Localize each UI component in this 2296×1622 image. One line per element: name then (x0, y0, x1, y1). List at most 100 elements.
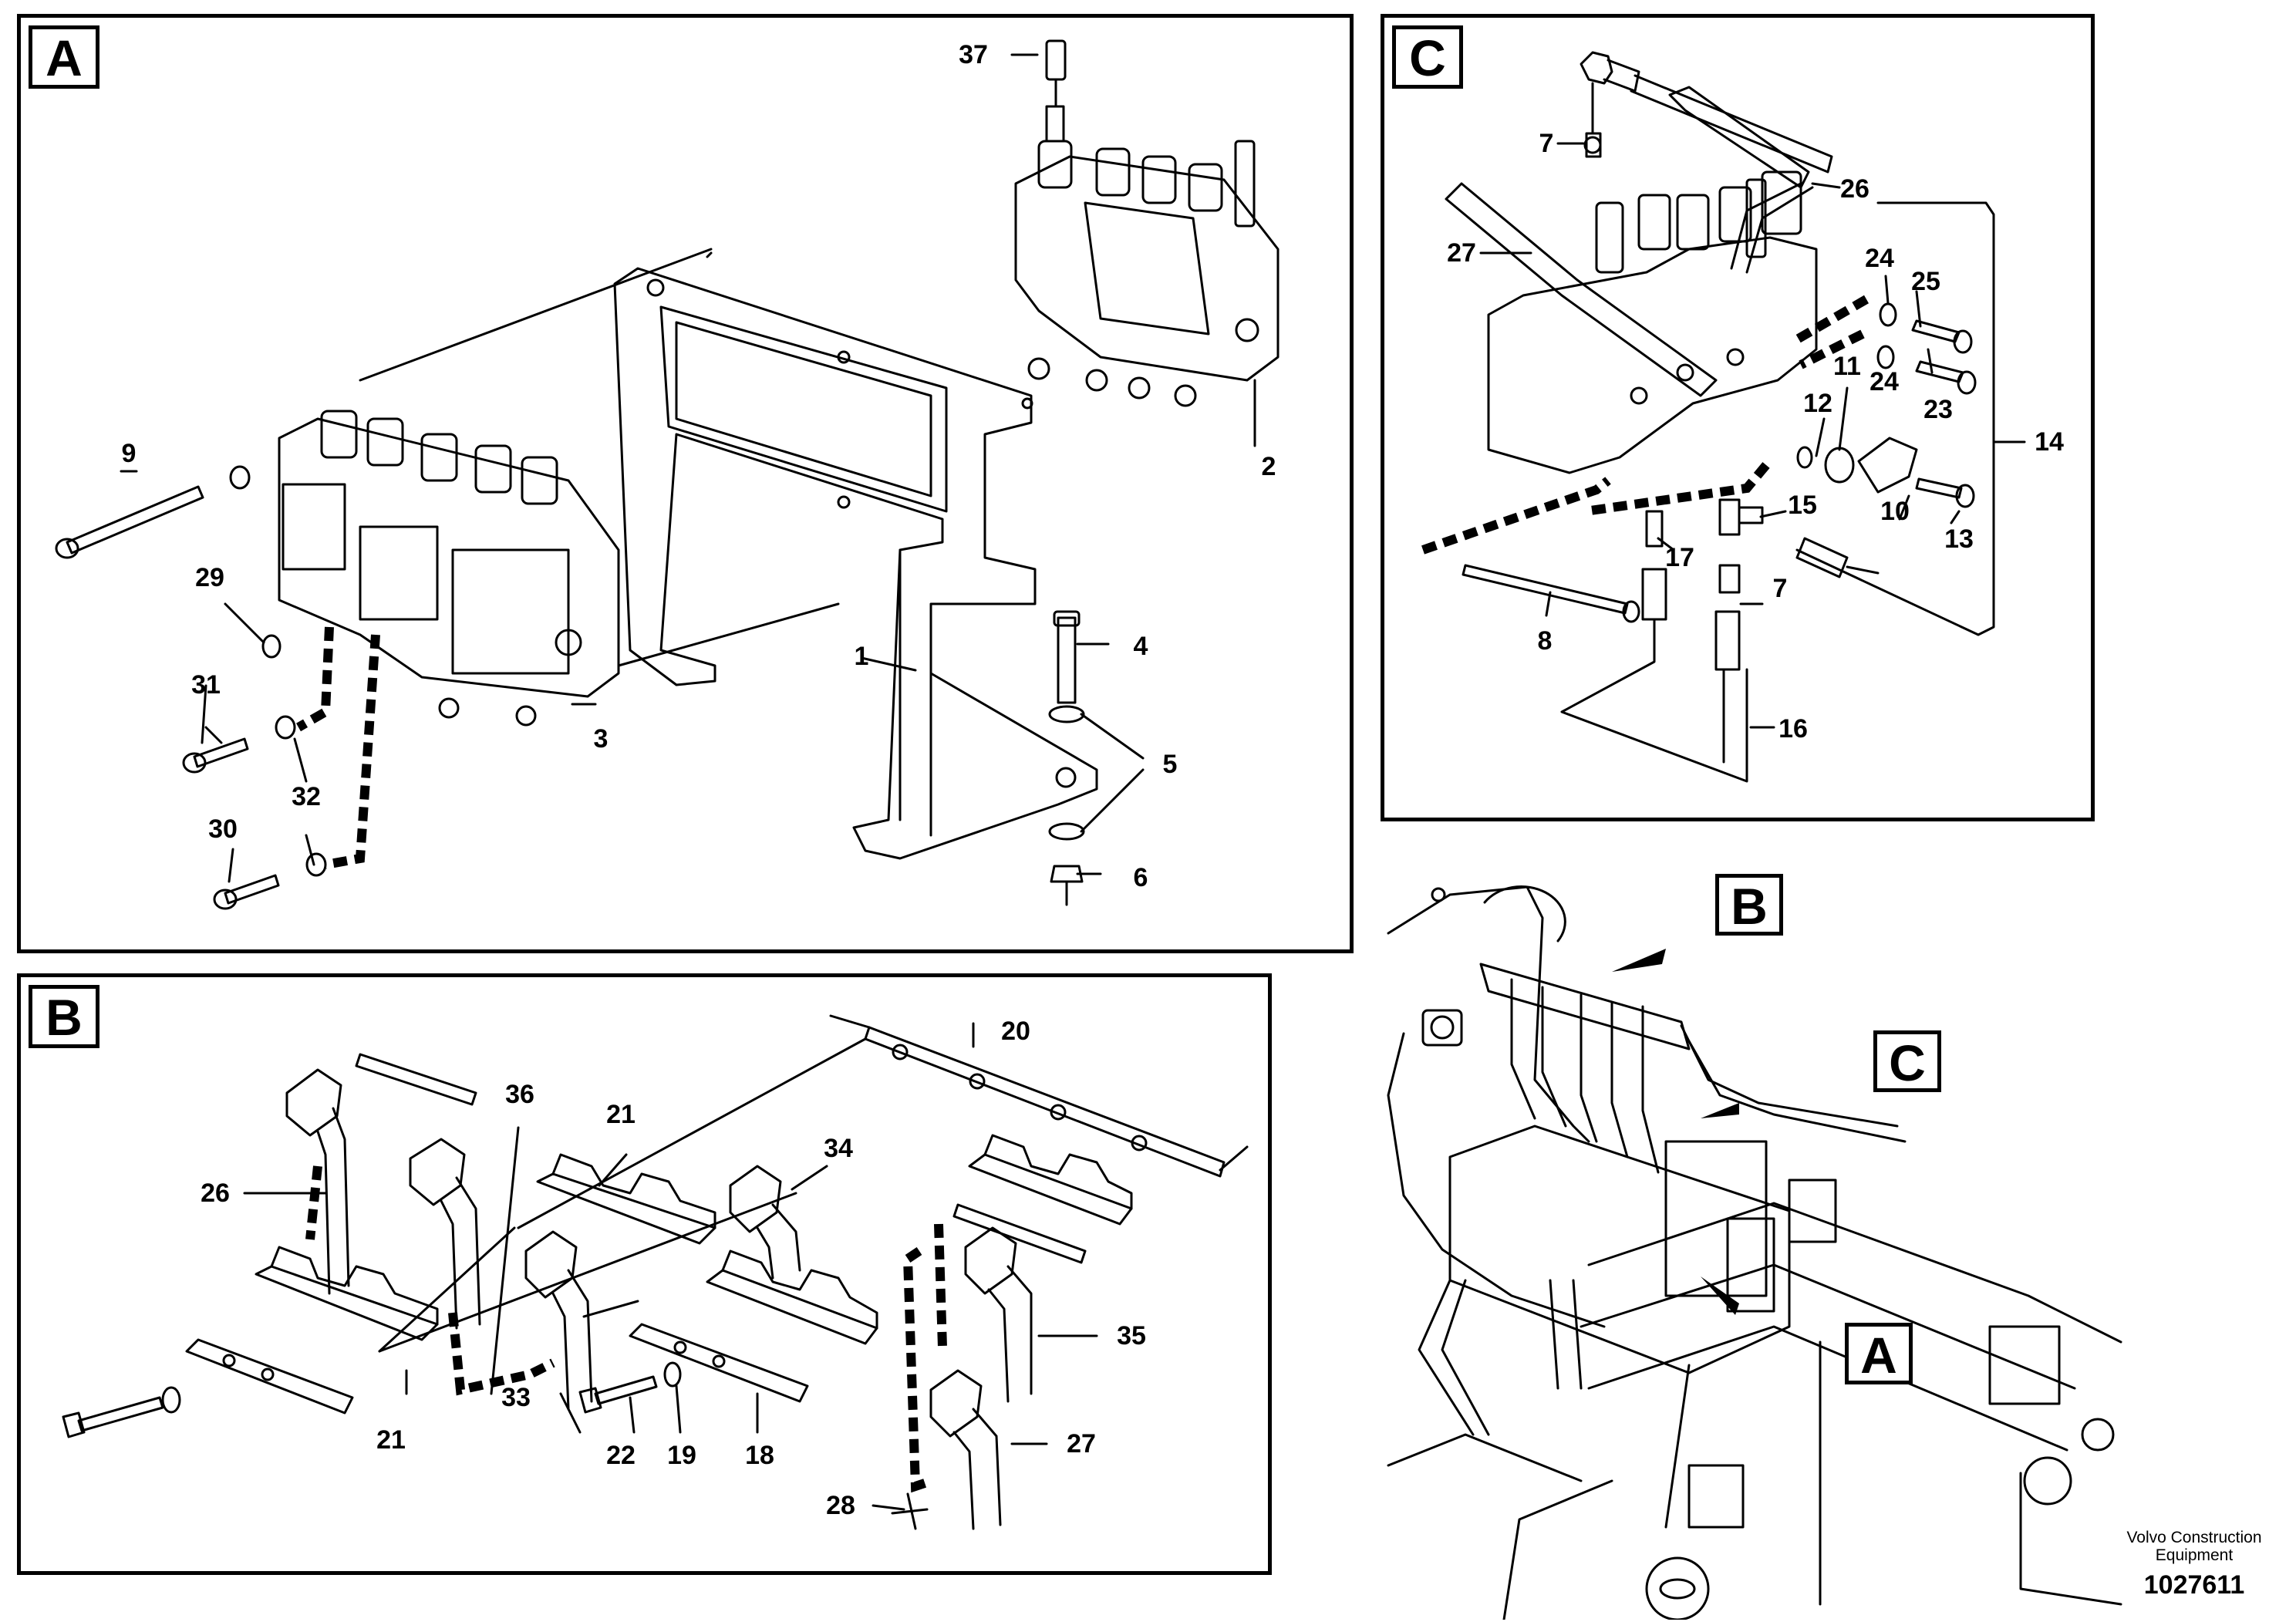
credit-company-line1: Volvo Construction (2126, 1529, 2262, 1546)
callout-26: 26 (201, 1179, 230, 1208)
elbow-hose-top (1580, 51, 1613, 85)
bolt-lower-left (77, 1396, 164, 1432)
bolt-23 (1915, 360, 1964, 383)
callout-28: 28 (826, 1491, 855, 1520)
washer-24-bottom (1876, 345, 1895, 369)
callout-5: 5 (1162, 750, 1178, 779)
phantom-line-a1 (296, 626, 334, 732)
hose-34 (729, 1165, 782, 1233)
bolt-9 (66, 485, 204, 555)
hose-33 (524, 1230, 578, 1299)
fitting-7-top (1585, 132, 1602, 158)
hose-26 (1668, 86, 1810, 189)
fitting-17 (1645, 510, 1664, 548)
callout-10: 10 (1880, 497, 1910, 526)
callout-17: 17 (1665, 543, 1694, 572)
hose-27 (1445, 182, 1718, 397)
washer-9 (229, 465, 251, 490)
valve-block-3 (278, 417, 620, 698)
washer-32-bottom (305, 852, 327, 877)
overview-drawing (1387, 885, 2122, 1620)
callout-2: 2 (1261, 452, 1276, 481)
pointer-a (1701, 1276, 1739, 1315)
callout-11: 11 (1833, 352, 1861, 381)
hose-26 (285, 1068, 342, 1137)
washer-32-top (275, 715, 296, 740)
washer-5-bottom (1048, 822, 1085, 841)
callout-14: 14 (2035, 427, 2064, 457)
callout-37: 37 (959, 40, 988, 69)
callout-1: 1 (854, 642, 869, 671)
bolt-4 (1057, 616, 1077, 704)
panel-a: A 37 9 29 31 32 30 3 2 1 4 5 6 (17, 14, 1354, 953)
panel-b-drawing (62, 1014, 1249, 1530)
callout-34: 34 (824, 1134, 853, 1163)
phantom-line-c3 (1790, 295, 1870, 346)
phantom-line-c4 (1799, 329, 1865, 369)
washer-5-top (1048, 705, 1085, 723)
hose-end-left (1641, 568, 1667, 621)
hose-upper-mid (409, 1138, 466, 1206)
drawing-number: 1027611 (2143, 1570, 2245, 1600)
phantom-line-c1 (1421, 477, 1611, 555)
callout-24-bottom: 24 (1870, 367, 1899, 396)
pointer-b (1612, 949, 1666, 972)
tee-15 (1718, 498, 1741, 536)
callout-9: 9 (121, 439, 137, 468)
callout-35: 35 (1117, 1321, 1146, 1351)
overview-tag-a: A (1845, 1323, 1913, 1384)
callout-23: 23 (1923, 395, 1953, 424)
overview-tag-c: C (1873, 1030, 1941, 1092)
callout-15: 15 (1788, 491, 1817, 520)
panel-b: B 20 36 21 34 26 21 33 22 19 18 35 27 28 (17, 973, 1272, 1575)
callout-7-top: 7 (1539, 129, 1554, 158)
callout-31: 31 (191, 670, 221, 700)
phantom-line-b4 (934, 1223, 947, 1348)
panel-c-tag: C (1392, 25, 1463, 89)
bolt-22 (594, 1375, 658, 1405)
overview-tag-b: B (1715, 874, 1783, 936)
panel-a-tag: A (29, 25, 99, 89)
panel-c-drawing (1421, 51, 2026, 783)
callout-13: 13 (1944, 524, 1974, 554)
plate-21-bottom (185, 1338, 354, 1415)
valve-block-c (1487, 236, 1818, 474)
pointer-c (1701, 1103, 1739, 1118)
callout-27: 27 (1067, 1429, 1096, 1458)
panel-b-tag: B (29, 985, 99, 1048)
frame-rail (1587, 1202, 2122, 1344)
bolt-8 (1462, 564, 1629, 615)
bolt-31 (193, 737, 249, 768)
bracket-frame (613, 267, 1098, 860)
valve-block-2 (1014, 155, 1279, 382)
plate-18 (629, 1323, 809, 1403)
sleeve-right (1795, 537, 1849, 578)
callout-19: 19 (667, 1441, 696, 1470)
machine-housing (1387, 885, 1590, 1143)
callout-21-lower: 21 (376, 1425, 406, 1455)
callout-12: 12 (1803, 389, 1832, 418)
phantom-line-c2 (1584, 462, 1770, 516)
panel-c: C 7 26 27 24 25 24 23 11 12 14 10 13 15 … (1381, 14, 2095, 821)
phantom-line-b3 (902, 1247, 929, 1493)
hose-27 (929, 1369, 983, 1438)
bolt-13 (1915, 477, 1963, 499)
callout-8: 8 (1537, 626, 1553, 656)
clamp-center (706, 1269, 878, 1345)
hose-14 (1795, 201, 1995, 636)
callout-26: 26 (1840, 174, 1870, 204)
hose-end-right (1714, 610, 1741, 671)
bar-20 (864, 1026, 1226, 1178)
fitting-7-lower (1718, 564, 1741, 594)
callout-30: 30 (208, 814, 238, 844)
callout-3: 3 (593, 724, 609, 754)
callout-22: 22 (606, 1441, 636, 1470)
callout-21-upper: 21 (606, 1100, 636, 1129)
phantom-line-a2 (324, 634, 380, 869)
callout-29: 29 (195, 563, 224, 592)
washer-19 (663, 1361, 682, 1388)
sleeve-11 (1824, 447, 1855, 484)
phantom-line-b2 (448, 1312, 555, 1396)
nut-6 (1050, 865, 1084, 883)
